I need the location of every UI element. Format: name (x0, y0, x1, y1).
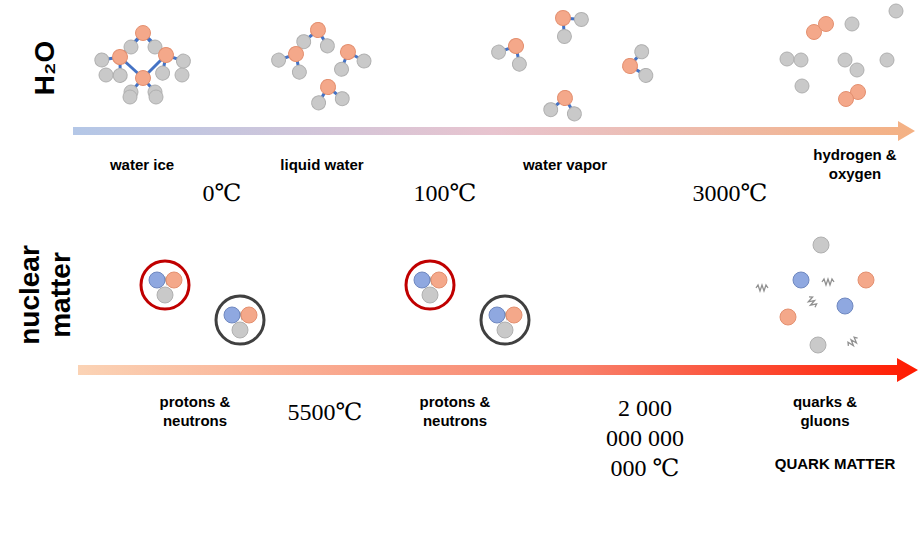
phase-label: liquid water (257, 156, 387, 175)
water-vapor-molecules (489, 0, 654, 122)
temperature-label: 2 000 000 000 000 ℃ (606, 393, 684, 483)
matter-label: nuclear matter (15, 235, 77, 355)
quark-gluon-plasma (756, 237, 874, 353)
state-label: QUARK MATTER (760, 455, 910, 474)
phase-label: hydrogen & oxygen (805, 146, 905, 184)
ice-lattice (92, 26, 193, 105)
temperature-label: 5500℃ (275, 397, 375, 427)
temperature-label: 0℃ (182, 178, 262, 208)
temperature-arrow (73, 121, 915, 141)
temperature-label: 100℃ (400, 178, 490, 208)
nucleons (141, 261, 529, 344)
phase-label: quarks & gluons (780, 393, 870, 431)
separate-atoms (780, 4, 903, 107)
phase-label: water ice (82, 156, 202, 175)
phase-label: protons & neutrons (405, 393, 505, 431)
formula-label: H₂O (30, 28, 61, 108)
phase-label: water vapor (500, 156, 630, 175)
temperature-arrow (78, 358, 918, 382)
temperature-label: 3000℃ (680, 178, 780, 208)
phase-label: protons & neutrons (145, 393, 245, 431)
liquid-water-molecules (269, 19, 373, 111)
